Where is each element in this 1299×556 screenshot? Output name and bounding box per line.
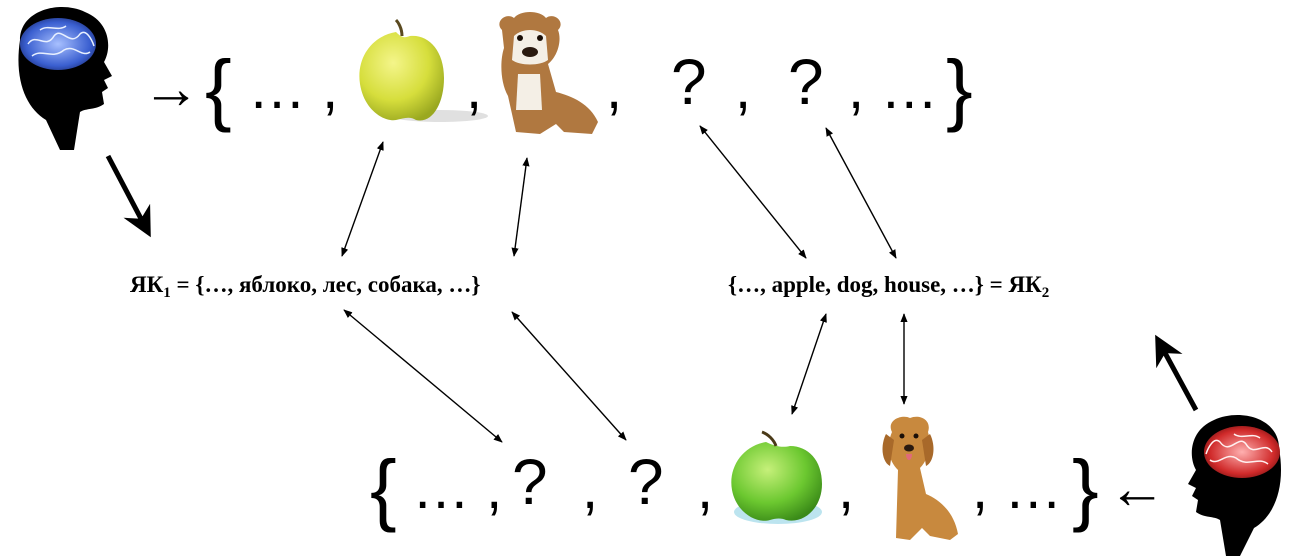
green-apple-icon	[731, 430, 822, 524]
head-red-brain-icon	[1188, 415, 1282, 556]
head-to-language-1-arrow	[105, 154, 151, 238]
arrow-top-q2-to-dog	[825, 127, 897, 259]
head-to-language-2-arrow	[1155, 334, 1199, 412]
bulldog-puppy-icon	[499, 12, 598, 134]
bottom-set-tail: , …	[972, 456, 1062, 521]
correspondence-arrows	[341, 125, 908, 443]
top-set-open-brace: {	[205, 44, 232, 133]
arrow-apple-to-green-apple	[791, 313, 827, 415]
language-1-label: ЯК1 = {…, яблоко, лес, собака, …}	[130, 272, 480, 301]
bottom-set-sep2: ,	[697, 456, 713, 521]
bottom-set-sep1: ,	[582, 456, 598, 521]
head-blue-brain-icon	[18, 7, 112, 151]
yellow-apple-icon	[359, 18, 488, 122]
top-set-sep3: ,	[735, 56, 751, 121]
top-set-question-1: ?	[671, 46, 707, 118]
top-set-tail: , …	[848, 56, 938, 121]
top-set-lead: … ,	[248, 56, 338, 121]
top-set-sep2: ,	[606, 56, 622, 121]
arrow-yablok-to-bottom-q1	[343, 309, 503, 443]
arrow-sobaka-to-bottom-q2	[511, 311, 627, 441]
golden-retriever-icon	[882, 416, 958, 540]
bottom-set-question-2: ?	[628, 446, 664, 518]
top-set-close-brace: }	[946, 44, 973, 133]
top-set-arrow: →	[142, 56, 200, 121]
arrow-yellow-apple-to-yablok	[341, 141, 384, 257]
language-2-label: {…, apple, dog, house, …} = ЯК2	[728, 272, 1049, 301]
bottom-set-close-brace: }	[1072, 444, 1099, 533]
bottom-set-sep3: ,	[838, 456, 854, 521]
arrow-bulldog-to-sobaka	[511, 157, 530, 257]
bottom-set-open-brace: {	[370, 444, 397, 533]
bottom-set-arrow: ←	[1108, 456, 1166, 521]
top-set-question-2: ?	[788, 46, 824, 118]
arrow-top-q1-to-apple	[699, 125, 807, 259]
bottom-set-question-1: ?	[512, 446, 548, 518]
bottom-set-lead: … ,	[412, 456, 502, 521]
top-set-sep1: ,	[466, 56, 482, 121]
